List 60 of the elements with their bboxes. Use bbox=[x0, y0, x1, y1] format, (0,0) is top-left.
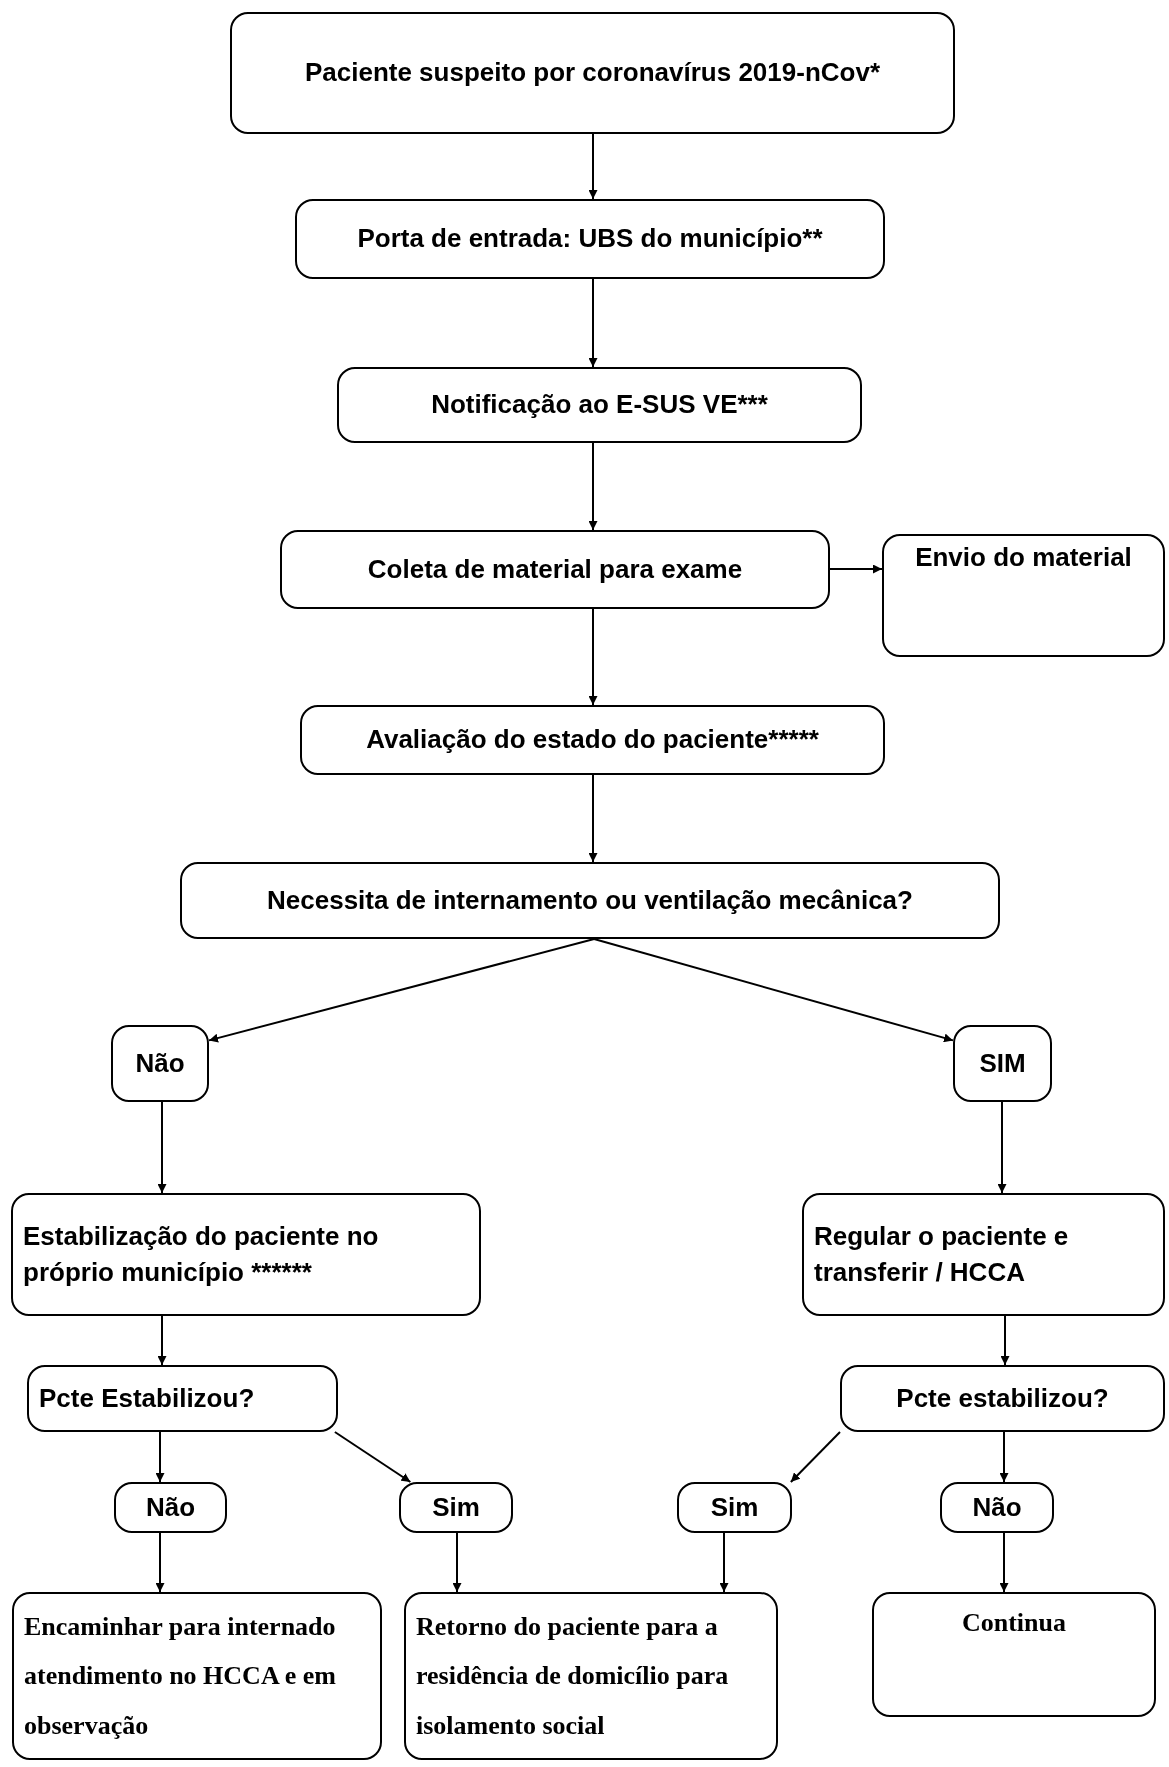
arrow bbox=[588, 133, 598, 200]
arrow bbox=[155, 1532, 165, 1593]
box-text: Porta de entrada: UBS do município** bbox=[357, 222, 823, 256]
process-box bbox=[840, 1365, 1165, 1432]
arrow bbox=[157, 1101, 167, 1194]
arrow bbox=[999, 1532, 1009, 1593]
box-text: Envio do material bbox=[915, 541, 1132, 574]
box-text: Coleta de material para exame bbox=[367, 552, 743, 586]
box-text: Não bbox=[145, 1490, 196, 1524]
arrow bbox=[588, 774, 598, 863]
arrow bbox=[789, 1431, 841, 1483]
process-box bbox=[12, 1592, 382, 1760]
box-text: Não bbox=[135, 1046, 185, 1080]
box-text: Estabilização do paciente no próprio município ****** bbox=[23, 1220, 380, 1289]
arrow bbox=[999, 1431, 1009, 1483]
arrow bbox=[588, 442, 598, 531]
box-text: Retorno do paciente para a residência de domicílio para isolamento social bbox=[416, 1610, 730, 1742]
process-box bbox=[111, 1025, 209, 1102]
arrow bbox=[1000, 1315, 1010, 1366]
box-text: Notificação ao E-SUS VE*** bbox=[431, 388, 768, 422]
process-box bbox=[230, 12, 955, 134]
box-text: Pcte estabilizou? bbox=[896, 1381, 1109, 1415]
arrow bbox=[208, 938, 596, 1043]
process-box bbox=[11, 1193, 481, 1316]
box-text: SIM bbox=[979, 1046, 1026, 1080]
box-text: Continua bbox=[961, 1607, 1066, 1639]
box-text: Paciente suspeito por coronavírus 2019-nCov* bbox=[304, 56, 881, 90]
arrow bbox=[997, 1101, 1007, 1194]
box-text: Necessita de internamento ou ventilação mecânica? bbox=[267, 883, 913, 917]
box-text: Não bbox=[972, 1490, 1022, 1524]
box-text: Avaliação do estado do paciente***** bbox=[366, 723, 819, 757]
process-box bbox=[882, 534, 1165, 657]
arrow bbox=[157, 1315, 167, 1366]
process-box bbox=[114, 1482, 227, 1533]
process-box bbox=[404, 1592, 778, 1760]
box-text: Regular o paciente e transferir / HCCA bbox=[814, 1220, 1070, 1289]
arrow bbox=[829, 564, 883, 574]
process-box bbox=[27, 1365, 338, 1432]
box-text: Sim bbox=[710, 1490, 759, 1524]
process-box bbox=[677, 1482, 792, 1533]
box-text: Sim bbox=[432, 1490, 480, 1524]
process-box bbox=[802, 1193, 1165, 1316]
process-box bbox=[180, 862, 1000, 939]
arrow bbox=[719, 1532, 729, 1593]
arrow bbox=[452, 1532, 462, 1593]
process-box bbox=[940, 1482, 1054, 1533]
box-text: Pcte Estabilizou? bbox=[39, 1381, 255, 1415]
process-box bbox=[953, 1025, 1052, 1102]
process-box bbox=[280, 530, 830, 609]
process-box bbox=[399, 1482, 513, 1533]
process-box bbox=[300, 705, 885, 775]
arrow bbox=[333, 1431, 412, 1483]
arrow bbox=[593, 938, 954, 1043]
process-box bbox=[337, 367, 862, 443]
arrow bbox=[588, 278, 598, 368]
process-box bbox=[872, 1592, 1156, 1717]
box-text: Encaminhar para internado atendimento no HCCA e em observação bbox=[24, 1610, 337, 1742]
process-box bbox=[295, 199, 885, 279]
arrow bbox=[588, 608, 598, 706]
arrow bbox=[155, 1431, 165, 1483]
